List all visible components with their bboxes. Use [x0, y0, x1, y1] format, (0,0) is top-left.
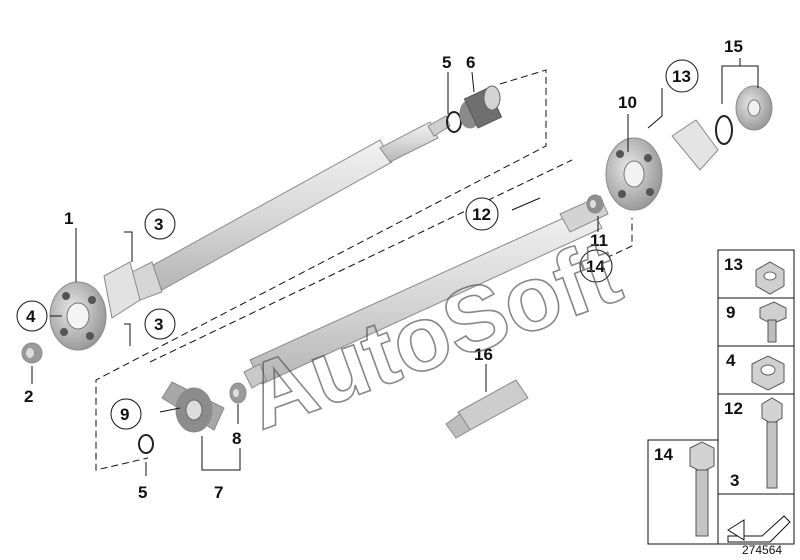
label-15: 15 [724, 37, 743, 56]
collar-nut-icon [755, 261, 785, 295]
ring-8 [229, 382, 247, 404]
reference-number: 274564 [742, 543, 782, 557]
label-12: 12 [472, 205, 491, 224]
circle-label-3b [144, 308, 176, 340]
label-10: 10 [618, 93, 637, 112]
flange-bolt-icon [759, 301, 787, 343]
circle-label-14 [579, 249, 613, 283]
bent-arrow-icon [727, 515, 791, 543]
lower-propeller-shaft [243, 195, 609, 389]
label-1: 1 [64, 209, 73, 228]
label-5-top: 5 [442, 53, 451, 72]
panel-cell-9 [717, 297, 795, 347]
o-ring-top [446, 111, 462, 133]
panel-label-9: 9 [726, 303, 735, 322]
long-bolt-icon [761, 397, 783, 489]
label-7: 7 [214, 483, 223, 502]
grease-tube-16 [445, 379, 529, 439]
upper-propeller-shaft [111, 115, 451, 307]
label-3a: 3 [154, 215, 163, 234]
label-2: 2 [24, 387, 33, 406]
output-flange-15 [735, 85, 773, 131]
circle-label-13 [665, 59, 699, 93]
panel-label-3: 3 [730, 471, 739, 490]
center-bearing [161, 381, 225, 433]
label-8: 8 [232, 429, 241, 448]
o-ring-right [715, 115, 733, 145]
flex-disc-right [605, 137, 663, 211]
leader-lines [31, 58, 759, 476]
hex-nut-icon [751, 355, 785, 391]
panel-label-13: 13 [724, 255, 743, 274]
circle-label-3a [144, 208, 176, 240]
flex-disc-left [49, 261, 141, 351]
bellows-6 [459, 85, 503, 129]
label-13: 13 [672, 67, 691, 86]
torx-bolt-icon [689, 441, 715, 537]
label-9: 9 [120, 405, 129, 424]
label-14: 14 [586, 257, 605, 276]
watermark-text: AutoSoft [233, 220, 633, 449]
label-6: 6 [466, 53, 475, 72]
circle-label-4 [16, 300, 48, 332]
label-16: 16 [474, 345, 493, 364]
label-3b: 3 [154, 315, 163, 334]
flange-yoke [671, 119, 719, 171]
bushing-11 [586, 194, 604, 214]
panel-label-4: 4 [726, 351, 736, 370]
circle-label-12 [465, 197, 499, 231]
label-11: 11 [590, 231, 608, 250]
label-5-bottom: 5 [138, 483, 147, 502]
panel-label-14: 14 [654, 445, 673, 464]
fastener-panel: 13 9 4 12 3 14 [647, 249, 795, 545]
bushing-2 [21, 342, 43, 364]
circle-label-9 [110, 398, 142, 430]
label-4: 4 [26, 307, 36, 326]
panel-label-12: 12 [724, 399, 743, 418]
o-ring-bottom [138, 434, 154, 454]
